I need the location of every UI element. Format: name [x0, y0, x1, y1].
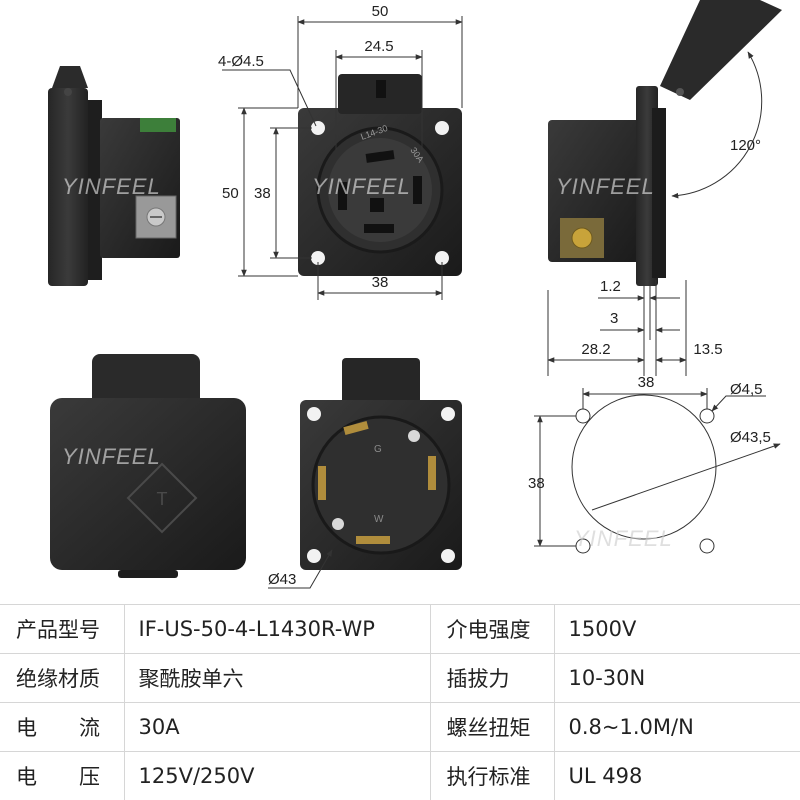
closed-lid-view: T — [50, 354, 246, 578]
body-diameter-leader — [268, 549, 333, 589]
spec-value: 聚酰胺单六 — [123, 653, 430, 703]
dim-front-width: 50 — [372, 3, 389, 20]
spec-row: 绝缘材质 聚酰胺单六 插拔力 10-30N — [0, 653, 800, 703]
dim-cutout-hole-vertical: 38 — [528, 475, 545, 492]
front-view-dimensions — [222, 16, 463, 300]
spec-value: 30A — [123, 702, 430, 752]
spec-value: 0.8~1.0M/N — [553, 702, 800, 752]
spec-value: 10-30N — [553, 653, 800, 703]
panel-cutout-drawing — [534, 388, 781, 554]
spec-table-body: 产品型号 IF-US-50-4-L1430R-WP 介电强度 1500V 绝缘材… — [0, 604, 800, 800]
terminal-mark: W — [374, 514, 384, 525]
dim-front-height: 50 — [222, 185, 239, 202]
spec-row: 电 压 125V/250V 执行标准 UL 498 — [0, 751, 800, 800]
ground-mark: G — [374, 444, 382, 455]
svg-text:T: T — [157, 489, 168, 509]
spec-label: 执行标准 — [429, 751, 554, 800]
spec-label: 产品型号 — [0, 604, 124, 654]
dim-hole-vertical: 38 — [254, 185, 271, 202]
spec-row: 产品型号 IF-US-50-4-L1430R-WP 介电强度 1500V — [0, 604, 800, 654]
dim-plate-thickness: 1.2 — [600, 278, 621, 295]
dim-cutout-circle: Ø43,5 — [730, 429, 771, 446]
dim-gap: 3 — [610, 310, 618, 327]
spec-label: 绝缘材质 — [0, 653, 124, 703]
dim-depth-front: 13.5 — [693, 341, 722, 358]
dim-pin-span: 24.5 — [364, 38, 393, 55]
spec-table: 产品型号 IF-US-50-4-L1430R-WP 介电强度 1500V 绝缘材… — [0, 604, 800, 800]
watermark-text: YINFEEL — [312, 174, 411, 199]
dim-depth-back: 28.2 — [581, 341, 610, 358]
watermark-text: YINFEEL — [62, 174, 161, 199]
side-view-left — [48, 66, 180, 286]
socket-face-view: G W — [300, 358, 462, 570]
watermark-text: YINFEEL — [62, 444, 161, 469]
product-dimension-diagram: L14-30 30A 50 24.5 4-Ø4.5 50 38 38 — [48, 0, 782, 589]
spec-value: 1500V — [553, 604, 800, 654]
spec-label: 电 流 — [0, 702, 124, 752]
watermark-text: YINFEEL — [574, 526, 673, 551]
dim-hole-horizontal: 38 — [372, 274, 389, 291]
dim-cutout-hole: Ø4,5 — [730, 381, 763, 398]
spec-label: 电 压 — [0, 751, 124, 800]
spec-row: 电 流 30A 螺丝扭矩 0.8~1.0M/N — [0, 702, 800, 752]
dim-cutout-hole-span: 38 — [638, 374, 655, 391]
spec-value: IF-US-50-4-L1430R-WP — [123, 604, 430, 654]
spec-value: UL 498 — [553, 751, 800, 800]
side-view-dimensions — [547, 51, 763, 376]
front-view: L14-30 30A — [298, 74, 462, 276]
dim-open-angle: 120° — [730, 137, 761, 154]
dim-hole-spec: 4-Ø4.5 — [218, 53, 264, 70]
spec-value: 125V/250V — [123, 751, 430, 800]
dim-body-diameter: Ø43 — [268, 571, 296, 588]
spec-label: 插拔力 — [429, 653, 554, 703]
watermark-text: YINFEEL — [556, 174, 655, 199]
spec-label: 介电强度 — [429, 604, 554, 654]
spec-label: 螺丝扭矩 — [429, 702, 554, 752]
